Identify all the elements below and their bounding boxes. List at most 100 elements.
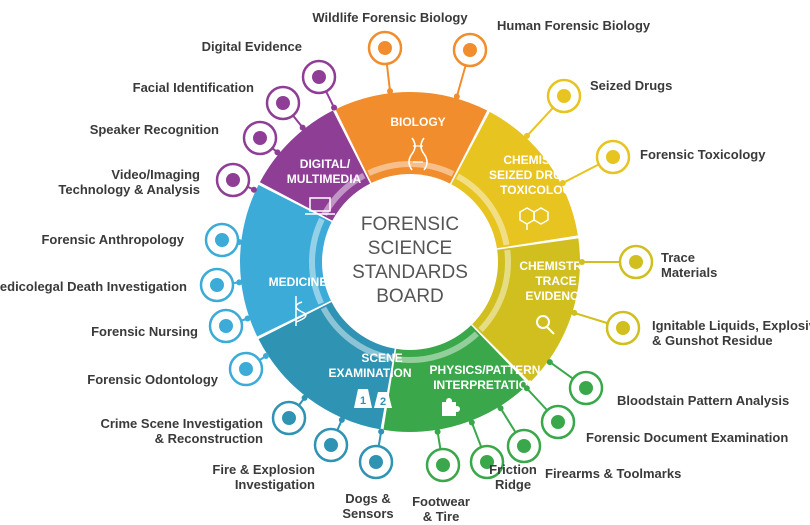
caduceus-icon (295, 296, 307, 326)
connector-dot (571, 309, 578, 316)
camera-icon-glyph (226, 173, 240, 187)
connector-dot (236, 279, 243, 286)
subcommittee-label-line: Materials (661, 265, 717, 280)
subcommittee-label-line: Seized Drugs (590, 78, 672, 93)
segment-inner-band (320, 306, 392, 362)
segment-physics (383, 325, 529, 432)
dna-icon (408, 137, 428, 171)
flame-icon-glyph (616, 321, 630, 335)
segment-chemistry-drugs (451, 111, 578, 249)
antlers-icon-glyph (378, 41, 392, 55)
connector-dot (546, 359, 553, 366)
connector-line (385, 63, 392, 92)
subcommittee-footwear: Footwear& Tire (412, 428, 470, 524)
blood-spatter-icon-glyph (579, 381, 593, 395)
connector-line (573, 311, 609, 325)
molecule-icon (519, 207, 549, 230)
subcommittee-death-inv: Medicolegal Death Investigation (0, 267, 243, 303)
dna-head-icon-glyph (463, 43, 477, 57)
document-icon-glyph (551, 415, 565, 429)
puzzle-icon (442, 398, 460, 416)
connector-dot (250, 186, 257, 193)
connector-dot (453, 93, 460, 100)
body-outline-icon-glyph (210, 278, 224, 292)
connector-line (526, 107, 554, 137)
subcommittee-label-line: Ignitable Liquids, Explosives, (652, 318, 810, 333)
marker-2-label: 2 (380, 396, 386, 408)
subcommittee-label-line: Wildlife Forensic Biology (312, 10, 468, 25)
subcommittee-label-line: Speaker Recognition (90, 122, 219, 137)
subcommittee-label-line: Forensic Anthropology (41, 232, 184, 247)
tooth-icon-glyph (239, 362, 253, 376)
connector-line (470, 422, 483, 448)
connector-dot (468, 419, 475, 426)
skull-icon-glyph (215, 233, 229, 247)
chem-trace-line-1: CHEMISTRY: (519, 259, 592, 273)
subcommittee-label-line: Video/Imaging (111, 167, 200, 182)
digital-line-2: MULTIMEDIA (287, 172, 362, 186)
subcommittee-digital-evidence: Digital Evidence (202, 39, 338, 111)
subcommittee-label-line: Trace (661, 250, 695, 265)
subcommittee-label-line: Forensic Document Examination (586, 430, 788, 445)
subcommittee-facial: Facial Identification (133, 80, 306, 131)
biology-line-1: BIOLOGY (390, 115, 445, 129)
connector-dot (274, 149, 281, 156)
microscope-icon-glyph (629, 255, 643, 269)
subcommittee-label-line: Human Forensic Biology (497, 18, 651, 33)
subcommittee-nursing: Forensic Nursing (91, 308, 251, 344)
subcommittee-human-bio: Human Forensic Biology (452, 18, 651, 100)
subcommittee-label-line: Medicolegal Death Investigation (0, 279, 187, 294)
marker-1-label: 1 (360, 395, 366, 407)
subcommittee-firearms: Firearms & Toolmarks (497, 405, 681, 481)
laptop-icon (305, 197, 335, 215)
center-hub: FORENSIC SCIENCE STANDARDS BOARD (324, 176, 496, 348)
house-fire-icon-glyph (324, 438, 338, 452)
center-title-line-3: STANDARDS (352, 262, 468, 283)
segment-title-physics: PHYSICS/PATTERN INTERPRETATION (430, 363, 541, 392)
dog-icon-glyph (369, 455, 383, 469)
face-icon-glyph (276, 96, 290, 110)
physics-line-1: PHYSICS/PATTERN (430, 363, 541, 377)
pistol-icon-glyph (517, 439, 531, 453)
chem-trace-line-3: EVIDENCE (525, 289, 586, 303)
segment-title-chemistry-drugs: CHEMISTRY: SEIZED DRUGS & TOXICOLOGY (489, 153, 591, 197)
subcommittee-anthropology: Forensic Anthropology (41, 222, 243, 258)
connector-dot (331, 104, 338, 111)
subcommittee-label-line: Footwear (412, 494, 470, 509)
subcommittee-label-line: Dogs & (345, 491, 391, 506)
connector-dot (434, 428, 441, 435)
magnifier-icon (536, 315, 555, 335)
subcommittee-label-line: Investigation (235, 477, 315, 492)
subcommittee-label-line: Digital Evidence (202, 39, 302, 54)
subcommittee-toxicology: Forensic Toxicology (559, 139, 766, 186)
chem-drugs-line-2: SEIZED DRUGS & (489, 168, 591, 182)
subcommittee-label-line: & Tire (423, 509, 460, 524)
connector-dot (559, 179, 566, 186)
segment-digital (259, 110, 371, 221)
connector-line (526, 387, 548, 411)
chem-drugs-line-3: TOXICOLOGY (500, 183, 580, 197)
subcommittee-crime-scene: Crime Scene Investigation& Reconstructio… (100, 394, 308, 446)
center-title-line-4: BOARD (376, 286, 444, 307)
connector-dot (378, 428, 385, 435)
segment-inner-band (309, 217, 325, 305)
skull-crossbones-icon-glyph (606, 150, 620, 164)
segment-title-chemistry-trace: CHEMISTRY: TRACE EVIDENCE (519, 259, 592, 303)
subcommittee-label-line: Sensors (342, 506, 393, 521)
subcommittee-speaker: Speaker Recognition (90, 120, 281, 156)
subcommittee-label-line: Technology & Analysis (58, 182, 200, 197)
subcommittee-odontology: Forensic Odontology (87, 351, 269, 387)
subcommittee-label-line: Facial Identification (133, 80, 254, 95)
flask-icon-glyph (557, 89, 571, 103)
connector-dot (338, 416, 345, 423)
segment-inner-band (456, 173, 510, 246)
connector-dot (387, 88, 394, 95)
scene-line-2: EXAMINATION (328, 366, 411, 380)
segment-inner-band (367, 161, 455, 177)
connector-dot (301, 394, 308, 401)
